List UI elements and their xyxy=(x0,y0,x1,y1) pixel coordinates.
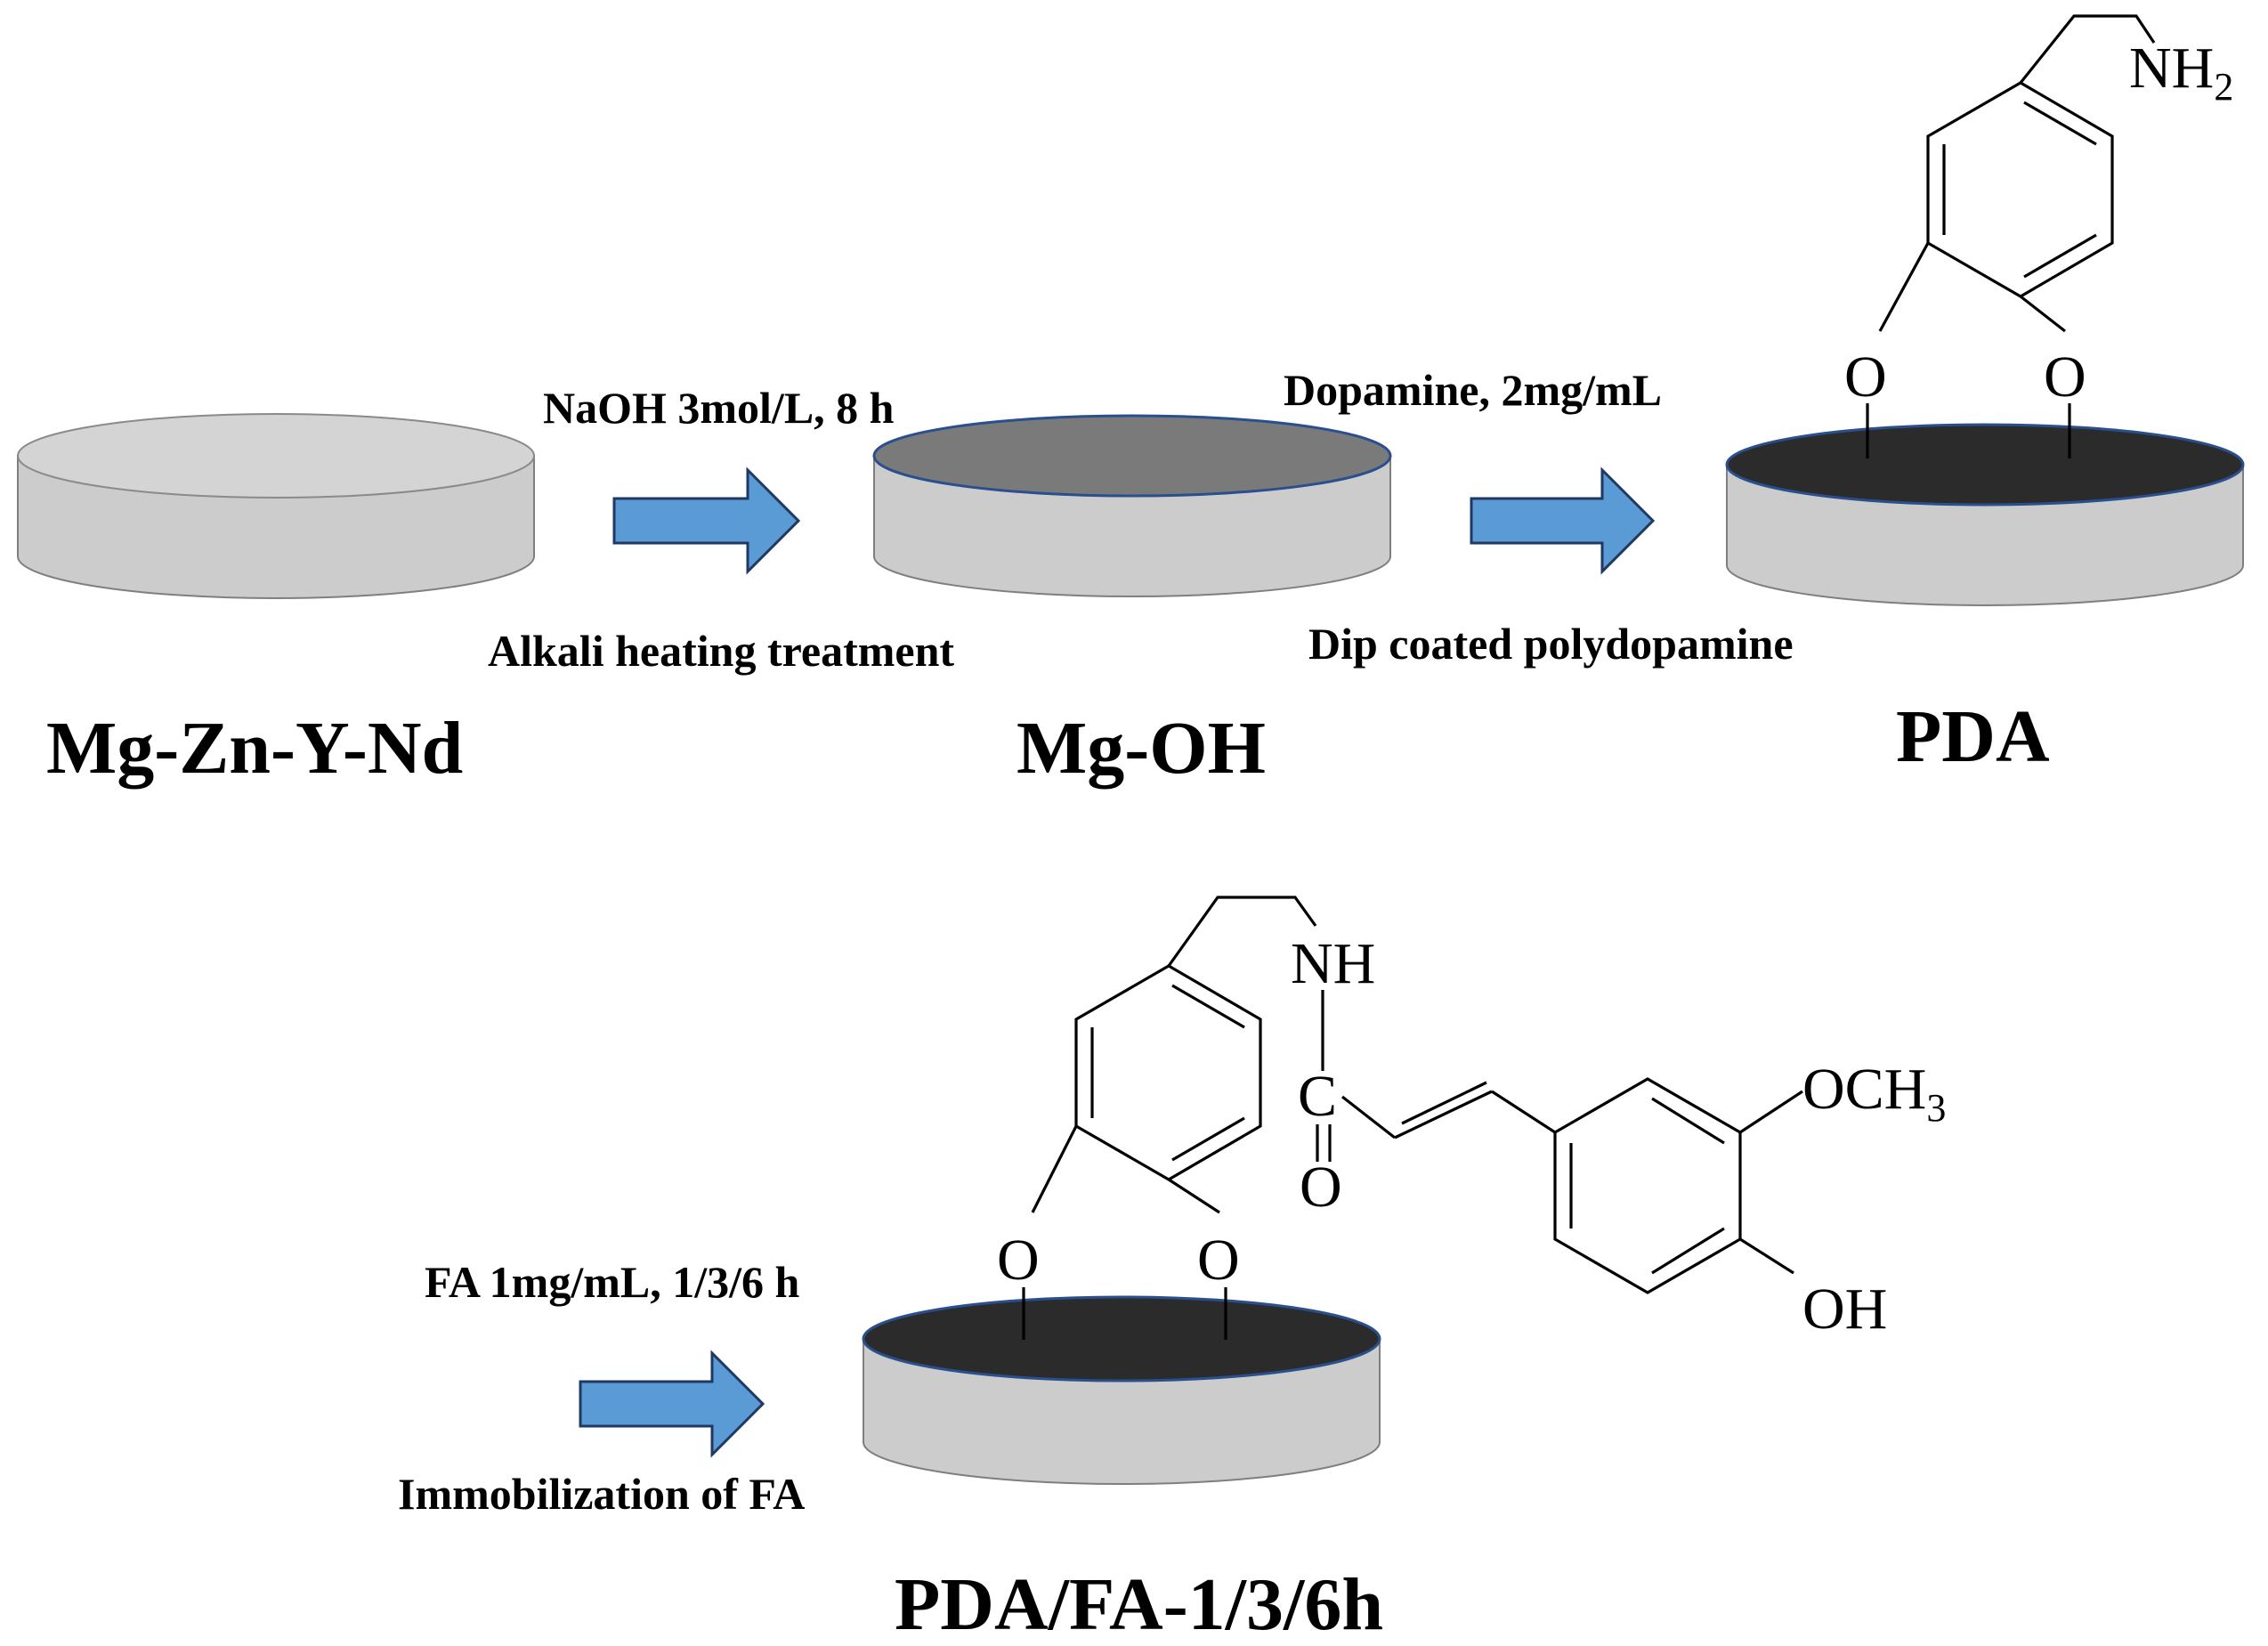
pda-oxygen-right: O xyxy=(2044,345,2086,409)
step-3-process: Immobilization of FA xyxy=(398,1469,805,1519)
fa-oxygen-right: O xyxy=(1197,1228,1240,1293)
step-1-condition: NaOH 3mol/L, 8 h xyxy=(543,383,895,433)
disk-fa-top xyxy=(862,1295,1381,1382)
fa-carbonyl-c: C xyxy=(1298,1064,1337,1129)
disk-substrate xyxy=(17,413,535,599)
step-2-process: Dip coated polydopamine xyxy=(1308,619,1794,669)
step-3-condition: FA 1mg/mL, 1/3/6 h xyxy=(425,1257,800,1307)
fa-carbonyl-o: O xyxy=(1300,1155,1342,1220)
right-arrow-icon xyxy=(612,466,801,575)
disk-substrate-top xyxy=(17,413,535,499)
disk-fa xyxy=(862,1295,1381,1485)
label-fa: PDA/FA-1/3/6h xyxy=(895,1563,1383,1642)
fa-molecule: O O NH C O OCH3 OH xyxy=(997,896,1946,1342)
step-2-condition: Dopamine, 2mg/mL xyxy=(1284,365,1662,415)
pda-oxygen-left: O xyxy=(1844,345,1887,409)
fa-hydroxyl-label: OH xyxy=(1802,1277,1887,1342)
fa-methoxy-label: OCH3 xyxy=(1802,1057,1946,1130)
right-arrow-icon xyxy=(579,1350,765,1458)
disk-hydroxide xyxy=(872,414,1392,597)
pda-molecule: NH2 O O xyxy=(1844,14,2233,458)
label-substrate: Mg-Zn-Y-Nd xyxy=(46,707,463,790)
disk-pda xyxy=(1725,423,2245,606)
fa-amide-nh: NH xyxy=(1291,931,1375,996)
pda-benzene-ring xyxy=(1926,81,2114,298)
label-pda: PDA xyxy=(1896,695,2050,778)
label-hydroxide: Mg-OH xyxy=(1017,707,1266,790)
fa-catechol-ring xyxy=(1074,964,1262,1181)
disk-pda-top xyxy=(1725,423,2245,507)
pda-amine-label: NH2 xyxy=(2129,36,2233,109)
fa-oxygen-left: O xyxy=(997,1228,1040,1293)
disk-hydroxide-top xyxy=(872,414,1392,498)
right-arrow-icon xyxy=(1470,466,1656,575)
fa-ferulic-ring xyxy=(1553,1077,1742,1294)
step-1-process: Alkali heating treatment xyxy=(488,626,954,676)
